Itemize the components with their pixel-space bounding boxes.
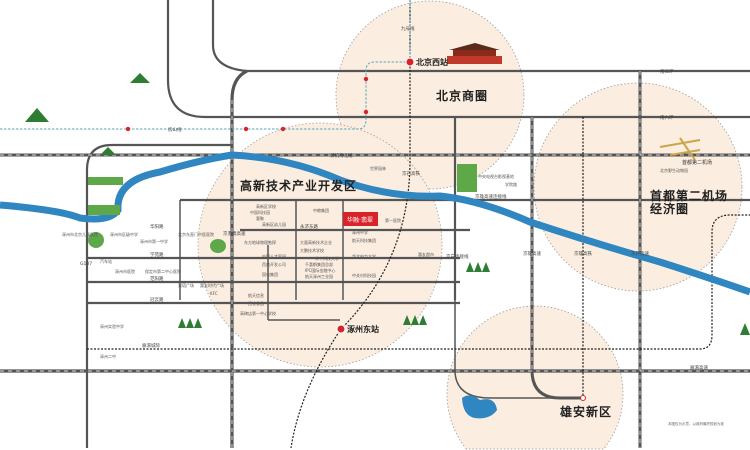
road-label-fanyang: 范阳路: [150, 275, 164, 282]
poi: 航天涿州工业园: [305, 273, 333, 279]
airport-label: 首都第二机场: [682, 159, 712, 166]
fangshan-line: [0, 61, 410, 130]
road-label-jinggangao: 京港澳高速: [223, 230, 246, 237]
poi: 惠聚: [256, 215, 264, 221]
poi: 中央电视台影视基地: [478, 173, 514, 179]
poi: IPC国际金融中心: [305, 267, 335, 273]
jinggangao-road: [230, 69, 248, 448]
footnote: 本图仅为示意，以政府最终规划为准: [668, 421, 724, 426]
road-label-south3: 南三环: [660, 68, 674, 75]
project-marker[interactable]: [343, 212, 378, 226]
langzhuo-intercity: [87, 214, 750, 350]
jingshi-rail: [290, 0, 411, 449]
rail-lines: [87, 0, 750, 449]
poi: 千喜鹤集团总部: [305, 261, 333, 267]
road-label-guanyun: 冠云路: [150, 296, 164, 303]
tiananmen-icon: [447, 43, 502, 64]
poi: 大鹏技术学校: [300, 247, 324, 253]
poi: 东方地球物理勘探: [244, 239, 276, 245]
poi: 航天信息: [248, 292, 264, 298]
zone-title-xiongan: 雄安新区: [559, 404, 612, 419]
poi: 第一医院: [385, 217, 401, 223]
zone-title-hitech: 高新技术产业开发区: [240, 178, 357, 193]
road-label-jingshi-rail: 京石高铁: [402, 170, 420, 177]
poi: 中国人才家园: [262, 253, 286, 259]
zone-title-beijing: 北京商圈: [436, 88, 488, 103]
road-label-jingxiong-hw: 京雄高速: [523, 250, 541, 257]
road-label-jingbai: 京白连接线: [446, 253, 469, 260]
poi: 西农食品: [248, 300, 264, 306]
poi: 保定市第二中心医院: [145, 268, 181, 274]
poi-labels: 涿州市北京儿童医院 涿州市区级中学 涿州市第一中学 北京东直门中医医院 汽车站 …: [62, 165, 688, 359]
poi: 北京东直门中医医院: [178, 231, 214, 237]
poi: 涿州市第一中学: [140, 238, 168, 244]
poi: 高新区学校: [256, 203, 276, 209]
poi: 华中科技大学: [315, 255, 339, 261]
road-label-baigou: 京雄高速连接线: [475, 193, 507, 200]
road-label-yongji: 永济东路: [300, 223, 318, 230]
road-label-fangshan: 房山线: [168, 126, 182, 133]
xiongan-zone: [446, 305, 624, 450]
road-label-xueyuan: 学苑路: [150, 251, 164, 258]
g107-road: [85, 143, 232, 448]
river: [0, 151, 750, 296]
xiongan-station-icon[interactable]: [580, 395, 586, 401]
poi: 中国科技园: [250, 209, 270, 215]
road-label-langzhuo-intercity: 廊涿城际: [142, 342, 160, 349]
poi: 世界园林: [370, 165, 386, 171]
road-label-jingkai: 京开高速: [631, 250, 649, 257]
parks: [88, 164, 477, 253]
poi: 涿州实验中学: [100, 323, 124, 329]
poi: 涿州中学: [352, 229, 368, 235]
poi: 双塔广场: [178, 282, 194, 288]
zone-title-airport-1: 首都第二机场: [650, 188, 728, 203]
poi: 华北电力大学: [352, 253, 376, 259]
poi: 国电集团: [262, 271, 278, 277]
airport-zone: [533, 82, 743, 292]
project-name[interactable]: 华融·翡翠: [347, 216, 373, 224]
poi: 涿州二中: [100, 353, 116, 359]
poi: KFC: [210, 291, 218, 296]
south6-road: [166, 0, 750, 119]
tree-icons: [25, 73, 750, 335]
airport-icon: [659, 137, 701, 161]
poi: 涿州市区级中学: [110, 231, 138, 237]
poi: 学院路: [505, 181, 517, 187]
road-label-huayang: 华阳路: [150, 223, 164, 230]
poi: 涿州市北京儿童医院: [62, 231, 98, 237]
poi: 高碑店第一中心学校: [240, 310, 276, 316]
zhuozhou-east-station-icon[interactable]: [336, 324, 346, 334]
road-label-airport-north: 新机场北线: [330, 152, 353, 159]
road-label-line9: 九号线: [401, 25, 415, 32]
poi: 西商开发公司: [262, 261, 286, 267]
poi: 惠友时代广场: [200, 282, 224, 288]
hitech-zone: [197, 122, 443, 368]
poi: 惠友超市: [418, 251, 434, 257]
metro-stations: [125, 76, 369, 132]
metro-lines: [0, 0, 411, 130]
lake-icon: [462, 395, 497, 419]
poi: 汽车站: [100, 258, 112, 264]
station-label-zhuozhou-east[interactable]: 涿州东站: [347, 324, 379, 334]
station-label-beijing-west[interactable]: 北京西站: [416, 57, 448, 67]
beijing-west-station-icon[interactable]: [405, 57, 415, 67]
poi: 中关村科技园: [352, 272, 376, 278]
poi: 航天科技集团: [352, 237, 376, 243]
poi: 大量高新技术企业: [300, 239, 332, 245]
road-label-jingxiong-rail: 京雄高铁: [574, 250, 592, 257]
poi: 中粮集团: [313, 207, 329, 213]
poi: 北京野生动物园: [660, 167, 688, 173]
road-label-g107: G107: [80, 261, 92, 267]
road-label-langzhuo-hw: 廊涿高速: [690, 364, 708, 371]
zone-title-airport-2: 经济圈: [650, 201, 689, 216]
poi: 高新区幼儿园: [262, 221, 286, 227]
road-label-south6: 南六环: [660, 114, 674, 121]
poi: 涿州市医院: [115, 268, 135, 274]
